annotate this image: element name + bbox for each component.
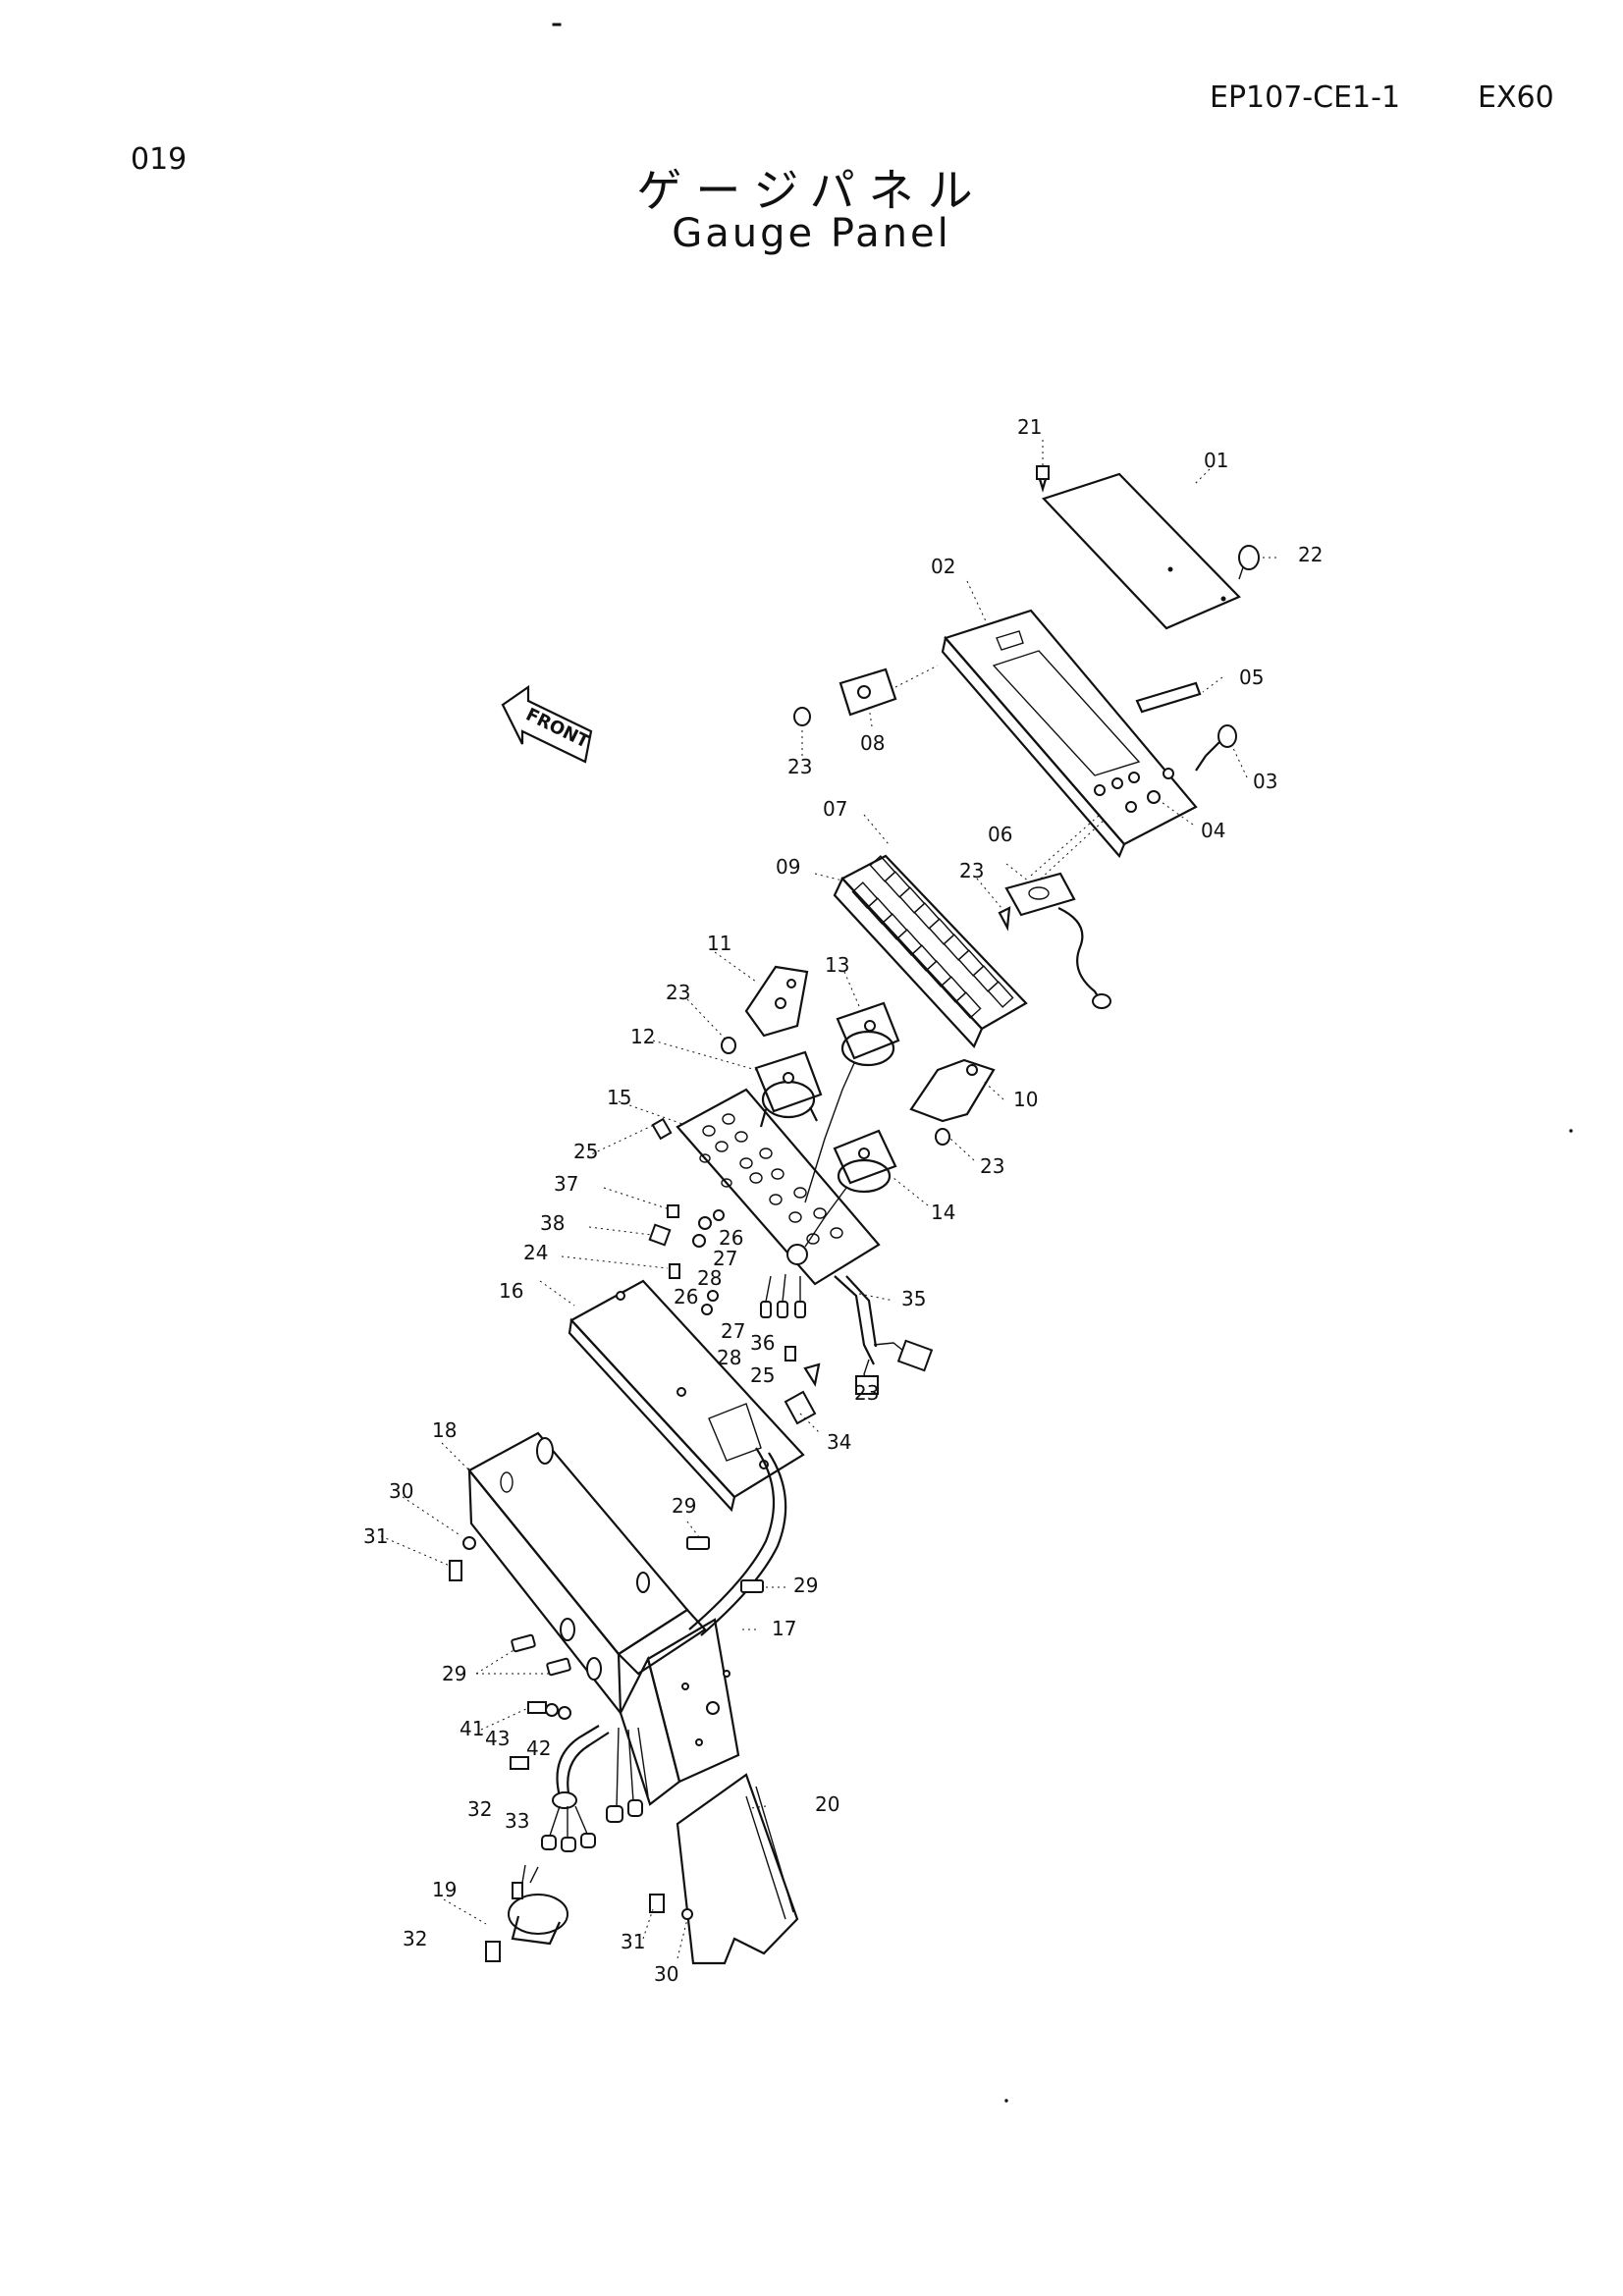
- callout-24: 24: [523, 1241, 548, 1264]
- part-35-harness: [834, 1275, 934, 1395]
- callout-05: 05: [1239, 666, 1264, 689]
- callout-43: 43: [485, 1727, 510, 1750]
- callout-30: 30: [389, 1479, 413, 1503]
- callout-27: 27: [713, 1247, 737, 1270]
- doc-code: EP107-CE1-1: [1210, 80, 1401, 115]
- callout-28: 28: [717, 1346, 741, 1369]
- front-arrow-label: FRONT: [522, 705, 593, 753]
- part-30-31-fasteners-bottom: [649, 1894, 693, 1920]
- callout-42: 42: [526, 1736, 551, 1760]
- callout-23: 23: [854, 1381, 879, 1405]
- callout-08: 08: [860, 731, 885, 755]
- callout-labels: 21 01 22 02 05 08 23 03 04 07 06 09 23 1…: [363, 415, 1323, 1986]
- part-41-42-43: [527, 1701, 571, 1720]
- small-fasteners-left: [648, 1117, 725, 1315]
- callout-31: 31: [363, 1524, 388, 1548]
- part-11-bracket: [744, 965, 809, 1038]
- callout-26: 26: [719, 1226, 743, 1250]
- front-arrow-icon: FRONT: [501, 684, 593, 764]
- callout-20: 20: [815, 1792, 839, 1816]
- callout-09: 09: [776, 855, 800, 879]
- callout-15: 15: [607, 1086, 631, 1109]
- callout-35: 35: [901, 1287, 926, 1310]
- scan-specks: [552, 23, 1573, 2103]
- callout-27: 27: [721, 1319, 745, 1343]
- part-32-33-wiring: [510, 1725, 649, 1852]
- part-14-gauge: [804, 1129, 897, 1248]
- part-13-gauge: [804, 1001, 900, 1203]
- callout-34: 34: [827, 1430, 851, 1454]
- part-17-18-housing: [467, 1431, 787, 1806]
- callout-28: 28: [697, 1266, 722, 1290]
- part-07-09-warning-light-bar: [833, 854, 1028, 1048]
- callout-37: 37: [554, 1172, 578, 1196]
- part-16-base-plate: [568, 1279, 805, 1513]
- model-code: EX60: [1478, 80, 1554, 115]
- part-23-screw-c: [721, 1037, 736, 1054]
- callout-29: 29: [442, 1662, 466, 1685]
- callout-22: 22: [1298, 543, 1323, 566]
- part-25-23-fasteners-right: [784, 1346, 821, 1387]
- part-22-knob: [1238, 545, 1260, 580]
- part-20-bracket-plate: [676, 1773, 799, 1965]
- callout-23: 23: [980, 1154, 1004, 1178]
- part-30-31-fasteners-top: [449, 1536, 476, 1581]
- part-23-screw-b: [998, 906, 1011, 932]
- part-02-panel-frame: [941, 609, 1198, 859]
- part-19-sender: [485, 1864, 568, 1962]
- callout-23: 23: [787, 755, 812, 778]
- callout-30: 30: [654, 1962, 678, 1986]
- part-29-bolts: [511, 1536, 764, 1677]
- callout-02: 02: [931, 555, 955, 578]
- callout-10: 10: [1013, 1088, 1038, 1111]
- callout-29: 29: [793, 1574, 818, 1597]
- part-05-strip: [1135, 681, 1202, 714]
- part-01-cover-plate: [1042, 472, 1241, 630]
- part-34-connector: [784, 1390, 817, 1425]
- part-21-screw: [1036, 465, 1050, 493]
- callout-33: 33: [505, 1809, 529, 1833]
- callout-04: 04: [1201, 819, 1225, 842]
- part-12-gauge: [754, 1050, 823, 1128]
- callout-21: 21: [1017, 415, 1042, 439]
- part-06-connector: [1004, 814, 1111, 1009]
- title-english: Gauge Panel: [672, 211, 951, 256]
- callout-41: 41: [460, 1717, 484, 1740]
- callout-18: 18: [432, 1418, 457, 1442]
- callout-07: 07: [823, 797, 847, 821]
- callout-11: 11: [707, 932, 731, 955]
- callout-17: 17: [772, 1617, 796, 1640]
- callout-25: 25: [750, 1363, 775, 1387]
- callout-32: 32: [467, 1797, 492, 1821]
- callout-19: 19: [432, 1878, 457, 1901]
- part-08-switch: [839, 665, 939, 717]
- callout-29: 29: [672, 1494, 696, 1518]
- callout-31: 31: [621, 1930, 645, 1953]
- callout-38: 38: [540, 1211, 565, 1235]
- callout-16: 16: [499, 1279, 523, 1303]
- part-10-bracket: [909, 1058, 996, 1123]
- callout-01: 01: [1204, 449, 1228, 472]
- page-number: 019: [131, 142, 188, 177]
- callout-06: 06: [988, 823, 1012, 846]
- part-15-circuit-plate: [676, 1088, 881, 1286]
- callout-26: 26: [674, 1285, 698, 1308]
- callout-23: 23: [666, 981, 690, 1004]
- part-23-screw-a: [793, 707, 811, 726]
- callout-23: 23: [959, 859, 984, 882]
- callout-25: 25: [573, 1140, 598, 1163]
- callout-36: 36: [750, 1331, 775, 1355]
- callout-14: 14: [931, 1201, 955, 1224]
- callout-03: 03: [1253, 770, 1277, 793]
- leader-lines: [380, 440, 1276, 1959]
- part-03-socket: [1195, 724, 1237, 772]
- callout-12: 12: [630, 1025, 655, 1048]
- title-japanese: ゲージパネル: [636, 164, 987, 217]
- callout-13: 13: [825, 953, 849, 977]
- part-36-terminals: [760, 1273, 806, 1318]
- part-23-screw-d: [935, 1128, 950, 1146]
- callout-32: 32: [403, 1927, 427, 1950]
